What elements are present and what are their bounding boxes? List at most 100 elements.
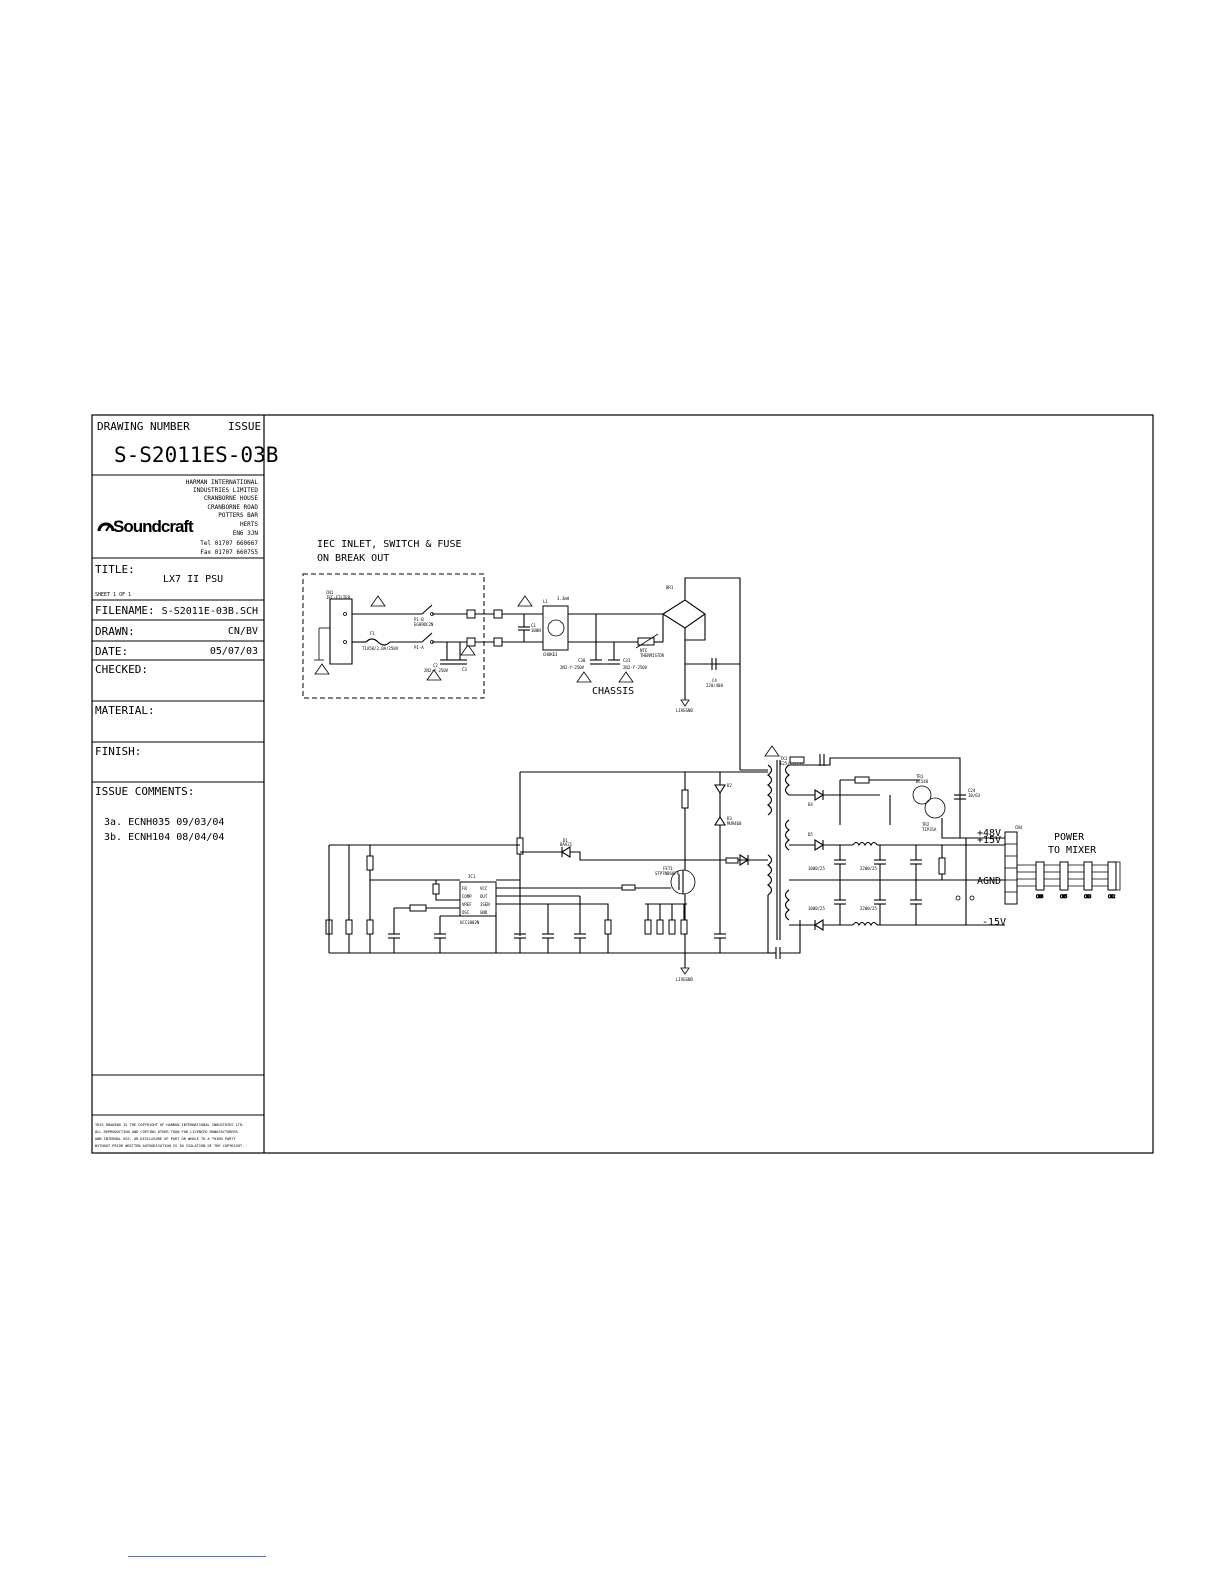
svg-text:220/400: 220/400 bbox=[706, 683, 723, 688]
rail-label: +15V bbox=[977, 835, 1001, 846]
drawn-by: CN/BV bbox=[228, 626, 258, 637]
svg-text:STP7NB60FP: STP7NB60FP bbox=[655, 871, 680, 876]
company-address: HARMAN INTERNATIONAL INDUSTRIES LIMITED … bbox=[186, 479, 259, 556]
svg-text:BR1: BR1 bbox=[666, 585, 674, 590]
filename: S-S2011E-03B.SCH bbox=[162, 606, 258, 617]
svg-text:CN2: CN2 bbox=[1108, 894, 1116, 899]
svg-text:C24: C24 bbox=[968, 788, 976, 793]
drawing-number-label: DRAWING NUMBER bbox=[97, 420, 190, 433]
decoupling-capacitors bbox=[388, 933, 726, 939]
resistor bbox=[432, 883, 440, 895]
x-capacitors-c2-c3: C2 2N2-Y-250V C3 bbox=[424, 642, 467, 673]
mosfet-fet1: FET1 STP7NB60FP bbox=[655, 866, 696, 895]
svg-text:D5: D5 bbox=[808, 832, 813, 837]
svg-text:TIP31A: TIP31A bbox=[922, 827, 937, 832]
svg-text:1000/25: 1000/25 bbox=[808, 866, 825, 871]
drawing-frame bbox=[91, 414, 1154, 1154]
sheet-number: SHEET 1 OF 1 bbox=[95, 592, 131, 598]
pwm-controller-ic1: FB COMP VREF OSC VCC OUT ISEN GND IC1 UC… bbox=[459, 874, 497, 925]
svg-text:T1A50/2.0A/250V: T1A50/2.0A/250V bbox=[362, 646, 399, 651]
svg-text:CN3: CN3 bbox=[1084, 894, 1092, 899]
svg-text:CRANBORNE ROAD: CRANBORNE ROAD bbox=[207, 504, 258, 511]
svg-text:3.3mH: 3.3mH bbox=[557, 596, 570, 601]
filename-label: FILENAME: bbox=[95, 604, 155, 617]
svg-text:THIS DRAWING IS THE COPYRIGHT: THIS DRAWING IS THE COPYRIGHT OF HARMAN … bbox=[95, 1123, 244, 1127]
warning-triangle-icon bbox=[314, 595, 780, 757]
bleeder-resistor bbox=[938, 857, 946, 875]
svg-text:2N2-Y-250V: 2N2-Y-250V bbox=[623, 665, 648, 670]
svg-text:THERMISTOR: THERMISTOR bbox=[640, 653, 665, 658]
resistor bbox=[854, 776, 870, 784]
issue-comments-label: ISSUE COMMENTS: bbox=[95, 785, 194, 798]
svg-text:INDUSTRIES LIMITED: INDUSTRIES LIMITED bbox=[193, 487, 258, 494]
mains-switch: P1-B EG09DC2N P1-A bbox=[414, 604, 434, 650]
y-capacitors-c30-c31: C30 2N2-Y-250V C31 2N2-Y-250V bbox=[560, 614, 648, 670]
svg-text:2N2-Y-250V: 2N2-Y-250V bbox=[560, 665, 585, 670]
svg-text:P1-B: P1-B bbox=[414, 617, 424, 622]
svg-text:Soundcraft: Soundcraft bbox=[113, 517, 194, 536]
svg-text:HARMAN INTERNATIONAL: HARMAN INTERNATIONAL bbox=[186, 479, 259, 486]
svg-text:TR1: TR1 bbox=[916, 774, 924, 779]
svg-text:TR2: TR2 bbox=[922, 822, 930, 827]
common-mode-choke-l1: L1 3.3mH CHOKE3 bbox=[542, 596, 570, 657]
inductor bbox=[852, 921, 878, 927]
issue-comment: 3a. ECNH035 09/03/04 bbox=[104, 817, 224, 828]
svg-text:ALL REPRODUCTION AND COPYING O: ALL REPRODUCTION AND COPYING OTHER THAN … bbox=[95, 1130, 238, 1134]
svg-text:VCC: VCC bbox=[480, 886, 488, 891]
resistor bbox=[366, 855, 374, 871]
rail-label: -15V bbox=[982, 917, 1006, 928]
svg-text:ISEN: ISEN bbox=[480, 902, 490, 907]
svg-text:D1: D1 bbox=[563, 838, 568, 843]
svg-text:C31: C31 bbox=[623, 658, 631, 663]
copyright-notice: THIS DRAWING IS THE COPYRIGHT OF HARMAN … bbox=[95, 1123, 244, 1148]
issue-comment: 3b. ECNH104 08/04/04 bbox=[104, 832, 224, 843]
material-label: MATERIAL: bbox=[95, 704, 155, 717]
bottom-underline bbox=[128, 1556, 266, 1557]
date: 05/07/03 bbox=[210, 646, 258, 657]
svg-text:BC548: BC548 bbox=[916, 779, 929, 784]
rail-label: AGND bbox=[977, 876, 1001, 887]
transistor-tr2: TR2 TIP31A bbox=[922, 797, 946, 832]
bridge-rectifier: BR1 bbox=[661, 577, 741, 770]
svg-text:D4: D4 bbox=[808, 802, 813, 807]
capacitor bbox=[819, 754, 825, 766]
drawing-number: S-S2011ES-03B bbox=[114, 443, 278, 467]
resistor bbox=[681, 789, 689, 809]
svg-text:C3: C3 bbox=[462, 667, 467, 672]
drawing-title: LX7 II PSU bbox=[163, 574, 223, 585]
iec-heading: ON BREAK OUT bbox=[317, 553, 389, 564]
svg-text:CN6: CN6 bbox=[1036, 894, 1044, 899]
svg-text:UCC3802N: UCC3802N bbox=[460, 920, 480, 925]
bulk-capacitor-c4: C4 220/400 bbox=[706, 658, 723, 688]
ground-symbol-icon bbox=[680, 699, 690, 707]
svg-text:D3: D3 bbox=[727, 816, 732, 821]
svg-text:100N: 100N bbox=[531, 628, 541, 633]
capacitor-c24: C24 10/63 bbox=[954, 788, 981, 800]
svg-text:IEC-FILTER: IEC-FILTER bbox=[326, 595, 351, 600]
transistor-tr1: TR1 BC548 bbox=[912, 774, 932, 805]
svg-text:POTTERS BAR: POTTERS BAR bbox=[218, 512, 258, 519]
svg-text:OWN INTERNAL USE, OR DISCLOSUR: OWN INTERNAL USE, OR DISCLOSURE OF PART … bbox=[95, 1137, 236, 1141]
svg-text:TX1: TX1 bbox=[780, 756, 788, 761]
livegnd-label: LIVEGND bbox=[676, 708, 693, 713]
connector-pins bbox=[466, 609, 503, 647]
diode bbox=[813, 919, 824, 931]
iec-breakout-box bbox=[302, 573, 485, 699]
svg-text:IC1: IC1 bbox=[468, 874, 476, 879]
checked-label: CHECKED: bbox=[95, 663, 148, 676]
snubber-diodes: D2 D3 MUR460 bbox=[714, 772, 742, 860]
capacitor-c1: C1 100N bbox=[518, 614, 541, 642]
resistor-bank bbox=[325, 919, 688, 935]
svg-text:EG09DC2N: EG09DC2N bbox=[414, 622, 434, 627]
date-label: DATE: bbox=[95, 645, 128, 658]
emc-chassis-link bbox=[955, 895, 975, 901]
svg-text:CN4: CN4 bbox=[1015, 825, 1023, 830]
fuse: F1 T1A50/2.0A/250V bbox=[362, 631, 399, 651]
svg-text:OSC: OSC bbox=[462, 910, 470, 915]
soundcraft-logo-icon: Soundcraft bbox=[97, 517, 195, 536]
ntc-thermistor: NTC THERMISTOR bbox=[635, 633, 665, 658]
svg-text:FB: FB bbox=[462, 886, 467, 891]
svg-text:CN1: CN1 bbox=[326, 590, 334, 595]
svg-text:1000/25: 1000/25 bbox=[808, 906, 825, 911]
title-label: TITLE: bbox=[95, 563, 135, 576]
